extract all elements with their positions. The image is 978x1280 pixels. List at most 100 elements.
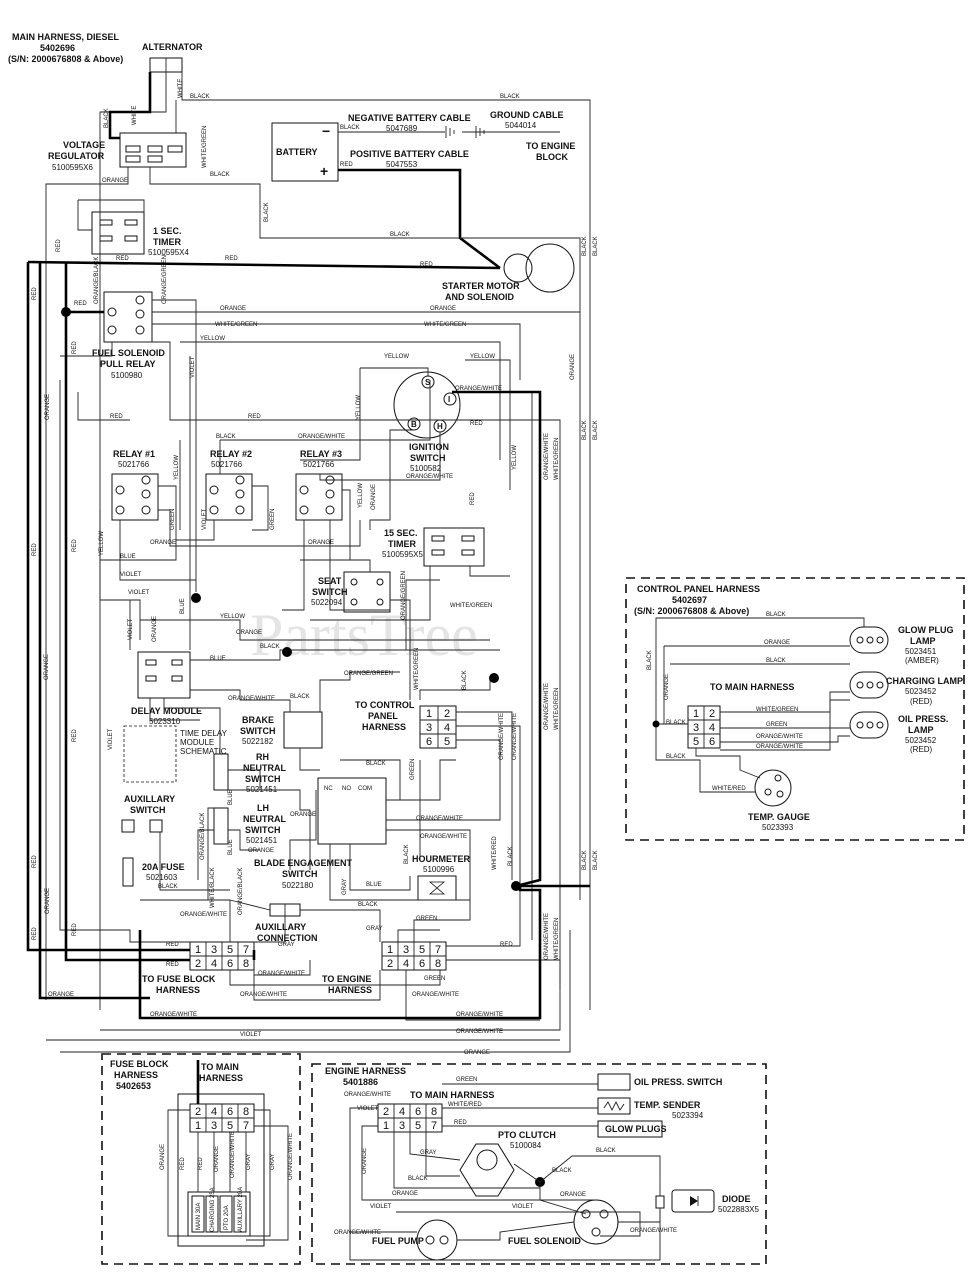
svg-text:RED: RED (72, 729, 78, 742)
lh-neutral-label-2: NEUTRAL (243, 814, 286, 824)
engine-harness-title: ENGINE HARNESS (325, 1066, 406, 1076)
svg-text:ORANGE/WHITE: ORANGE/WHITE (544, 433, 550, 480)
svg-text:GREEN: GREEN (416, 916, 437, 922)
engine-block-label-2: BLOCK (536, 152, 568, 162)
svg-text:VIOLET: VIOLET (370, 1204, 392, 1210)
svg-text:6: 6 (227, 1106, 233, 1118)
blade-engagement-switch (317, 777, 387, 845)
control-panel-harness-box (625, 577, 965, 841)
svg-text:GRAY: GRAY (278, 942, 295, 948)
svg-text:BLUE: BLUE (228, 789, 234, 805)
svg-text:YELLOW: YELLOW (174, 455, 180, 480)
svg-text:RED: RED (72, 341, 78, 354)
svg-text:I: I (448, 395, 450, 404)
fuse-block-to-main-1: TO MAIN (201, 1062, 239, 1072)
pos-cable-part: 5047553 (386, 160, 418, 169)
svg-text:5: 5 (444, 736, 450, 748)
svg-text:ORANGE/WHITE: ORANGE/WHITE (230, 1131, 236, 1178)
brake-switch-label-1: BRAKE (242, 715, 274, 725)
svg-text:1: 1 (195, 1120, 201, 1132)
svg-text:GRAY: GRAY (420, 1150, 437, 1156)
svg-text:RED: RED (340, 162, 353, 168)
svg-text:8: 8 (431, 1106, 437, 1118)
svg-text:ORANGE: ORANGE (464, 1050, 490, 1056)
svg-text:RED: RED (500, 942, 513, 948)
glow-plugs (597, 1120, 663, 1138)
svg-text:NO: NO (342, 786, 351, 792)
svg-text:ORANGE/WHITE: ORANGE/WHITE (412, 992, 459, 998)
svg-text:ORANGE: ORANGE (102, 178, 128, 184)
fuse-block-to-main-2: HARNESS (199, 1073, 243, 1083)
charging-lamp-label: CHARGING LAMP (886, 676, 963, 686)
svg-text:WHITE/GREEN: WHITE/GREEN (414, 648, 420, 690)
timer-15-sec (423, 527, 485, 567)
svg-text:BLACK: BLACK (500, 94, 520, 100)
control-panel-serial: (S/N: 2000676808 & Above) (634, 606, 749, 616)
engine-harness-connector: 2 4 6 8 1 3 5 7 (377, 1103, 443, 1133)
pto-clutch-label: PTO CLUTCH (498, 1130, 556, 1140)
starter-label-1: STARTER MOTOR (442, 281, 520, 291)
neg-cable-part: 5047689 (386, 124, 418, 133)
svg-text:VIOLET: VIOLET (240, 1032, 262, 1038)
svg-text:YELLOW: YELLOW (512, 445, 518, 470)
svg-text:BLACK: BLACK (508, 846, 514, 866)
svg-text:VIOLET: VIOLET (202, 508, 208, 530)
fuse-block-part: 5402653 (116, 1081, 151, 1091)
svg-text:ORANGE/WHITE: ORANGE/WHITE (258, 971, 305, 977)
fuse-block-title-1: FUSE BLOCK (110, 1059, 169, 1069)
svg-text:YELLOW: YELLOW (356, 395, 362, 420)
svg-text:RED: RED (72, 539, 78, 552)
timer-1-part: 5100595X4 (148, 248, 189, 257)
svg-text:GREEN: GREEN (270, 509, 276, 530)
svg-text:VIOLET: VIOLET (120, 572, 142, 578)
svg-text:WHITE: WHITE (132, 106, 138, 125)
timer-15-part: 5100595X5 (382, 550, 423, 559)
svg-text:ORANGE: ORANGE (664, 674, 670, 700)
svg-text:NC: NC (324, 786, 333, 792)
blade-switch-label-2: SWITCH (282, 869, 318, 879)
control-panel-connector: 1 2 3 4 6 5 (419, 705, 457, 749)
temp-gauge (754, 769, 792, 807)
wire-labels: BLACK BLACK BLACK RED ORANGE BLACK BLACK… (32, 79, 599, 1056)
glow-plugs-label: GLOW PLUGS (605, 1124, 667, 1134)
starter-motor (525, 243, 575, 293)
relay-1 (111, 473, 159, 521)
svg-text:RED: RED (166, 962, 179, 968)
svg-text:ORANGE: ORANGE (248, 848, 274, 854)
alternator-label: ALTERNATOR (142, 42, 203, 52)
svg-text:2: 2 (195, 1106, 201, 1118)
svg-text:ORANGE/WHITE: ORANGE/WHITE (406, 474, 453, 480)
aux-connection-label-1: AUXILLARY (255, 922, 306, 932)
svg-text:BLACK: BLACK (596, 1148, 616, 1154)
svg-text:ORANGE: ORANGE (392, 1191, 418, 1197)
svg-text:1: 1 (195, 944, 201, 956)
svg-text:BLACK: BLACK (340, 125, 360, 131)
fuel-pump-label: FUEL PUMP (372, 1236, 424, 1246)
relay-1-part: 5021766 (118, 460, 150, 469)
svg-text:BLACK: BLACK (358, 902, 378, 908)
svg-text:ORANGE: ORANGE (362, 1148, 368, 1174)
fuse-20a-label: 20A FUSE (142, 862, 185, 872)
rh-neutral-label-1: RH (256, 752, 269, 762)
svg-text:RED: RED (116, 256, 129, 262)
relay-1-label: RELAY #1 (113, 449, 155, 459)
glow-lamp-label-1: GLOW PLUG (898, 625, 954, 635)
relay-3-label: RELAY #3 (300, 449, 342, 459)
engine-harness-part: 5401886 (343, 1077, 378, 1087)
svg-text:RED: RED (74, 301, 87, 307)
svg-text:RED: RED (32, 287, 38, 300)
svg-text:BLACK: BLACK (390, 232, 410, 238)
fuse-holder (187, 1191, 251, 1237)
svg-text:RED: RED (454, 1120, 467, 1126)
oil-lamp-color: (RED) (910, 745, 933, 754)
svg-text:ORANGE/WHITE: ORANGE/WHITE (288, 1133, 294, 1180)
fuse-20a-part: 5021603 (146, 873, 178, 882)
svg-text:RED: RED (225, 256, 238, 262)
svg-text:4: 4 (403, 958, 409, 970)
svg-text:BLACK: BLACK (290, 694, 310, 700)
to-engine-harness-label-2: HARNESS (328, 985, 372, 995)
svg-text:RED: RED (420, 262, 433, 268)
svg-text:WHITE/GREEN: WHITE/GREEN (450, 603, 492, 609)
battery-label: BATTERY (276, 147, 318, 157)
svg-text:GREEN: GREEN (410, 759, 416, 780)
